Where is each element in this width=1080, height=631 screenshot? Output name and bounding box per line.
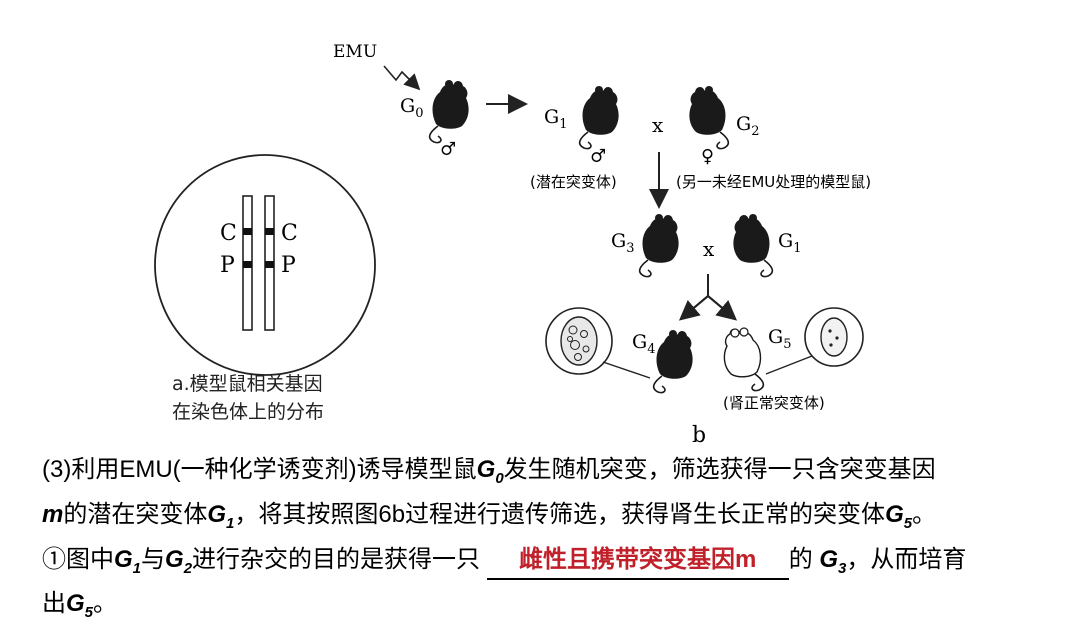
arrow-to-g4 [678, 295, 709, 321]
g5-kidney-magnifier [804, 307, 864, 367]
mouse-g5-icon [723, 327, 765, 392]
emu-label: EMU [333, 42, 377, 62]
answer-text: 雌性且携带突变基因m [519, 545, 757, 573]
g5-normal-kidney-icon [820, 317, 848, 357]
gene-p-label-right: P [281, 253, 296, 278]
cross-symbol-top: x [652, 113, 664, 137]
g2-label: G2 [736, 113, 759, 139]
cross-symbol-bottom: x [703, 237, 715, 261]
g0-label: G0 [400, 95, 423, 121]
g5-note: (肾正常突变体) [723, 394, 825, 412]
g3-label: G3 [611, 230, 634, 256]
gene-c-right [265, 228, 274, 235]
genetic-screen-figure: C C P P EMU G0 ♂ G1 ♂ x G2 ♀ (潜在突变体) (另一… [154, 42, 871, 448]
g1-label: G1 [544, 106, 567, 132]
figure-a-caption: a.模型鼠相关基因 在染色体上的分布 [172, 370, 324, 426]
figure-b-label: b [692, 423, 706, 448]
mouse-g4-icon [652, 329, 694, 394]
g0-male-symbol: ♂ [440, 139, 456, 160]
answer-blank: 雌性且携带突变基因m [486, 542, 789, 580]
gene-p-right [265, 261, 274, 268]
g1-note: (潜在突变体) [530, 173, 617, 191]
gene-c-label-right: C [281, 221, 298, 246]
mouse-g0-icon [428, 79, 470, 144]
figure-a-caption-line2: 在染色体上的分布 [172, 401, 325, 423]
g4-pointer-line [602, 361, 651, 379]
cell-circle [154, 154, 376, 376]
figure-a-caption-line1: a.模型鼠相关基因 [172, 373, 323, 395]
gene-p-left [243, 261, 252, 268]
g1-second-label: G1 [778, 230, 801, 256]
arrow-to-g5 [707, 295, 738, 321]
question-line-1: (3)利用EMU(一种化学诱变剂)诱导模型鼠G0发生随机突变，筛选获得一只含突变… [42, 456, 936, 487]
question-line-4: 出G5。 [42, 590, 118, 622]
g2-female-symbol: ♀ [701, 146, 714, 167]
g5-pointer-line [765, 355, 813, 375]
g4-label: G4 [632, 331, 655, 357]
gene-c-label-left: C [220, 221, 237, 246]
g4-polycystic-kidney-icon [560, 316, 598, 366]
g1-male-symbol: ♂ [590, 146, 606, 167]
g5-label: G5 [768, 326, 791, 352]
mouse-g2-icon [688, 85, 730, 150]
g2-note: (另一未经EMU处理的模型鼠) [676, 173, 871, 191]
g4-kidney-magnifier [545, 307, 613, 375]
mouse-g3-icon [638, 213, 680, 278]
gene-p-label-left: P [220, 253, 235, 278]
mouse-g1-second-icon [732, 213, 774, 278]
emu-lightning-arrow [383, 65, 421, 91]
question-line-2: m的潜在突变体G1，将其按照图6b过程进行遗传筛选，获得肾生长正常的突变体G5。 [42, 500, 937, 532]
question-paragraph: (3)利用EMU(一种化学诱变剂)诱导模型鼠G0发生随机突变，筛选获得一只含突变… [42, 452, 1052, 631]
gene-c-left [243, 228, 252, 235]
mouse-g1-icon [578, 85, 620, 150]
